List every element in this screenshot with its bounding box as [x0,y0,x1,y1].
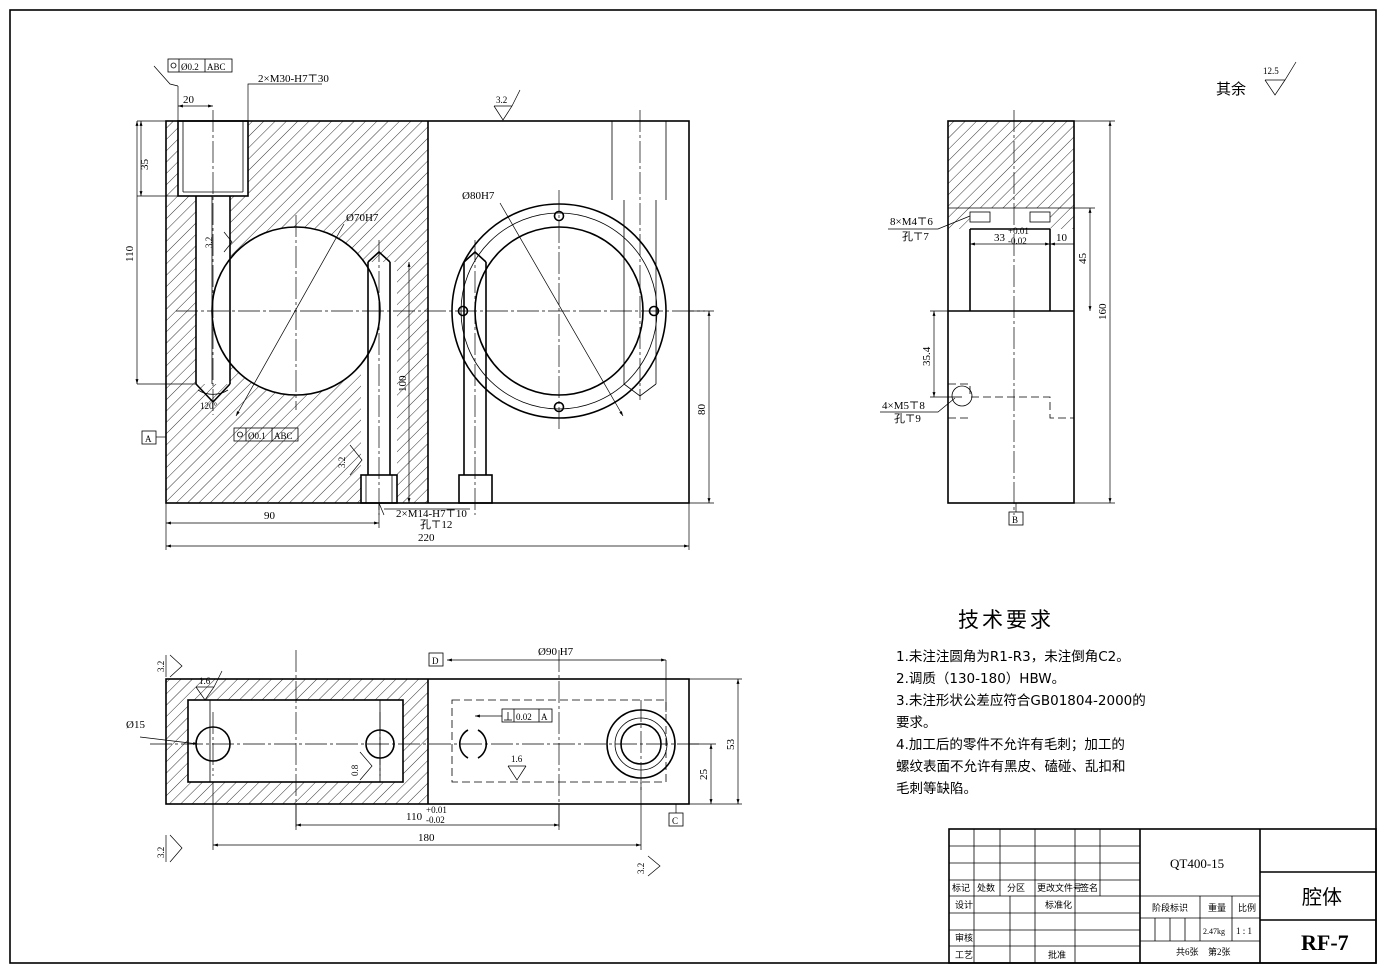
bottom-rough-bl: 3.2 [156,847,166,858]
title-sheet-no: 第2张 [1208,946,1231,957]
general-roughness-value: 12.5 [1263,66,1279,76]
title-header-sign: 签名 [1080,882,1098,893]
front-dim-110: 110 [124,245,136,262]
side-hole-4: 孔⊤9 [894,412,921,425]
front-rough-hole: 3.2 [204,237,214,248]
title-sheets-total: 共6张 [1176,947,1199,957]
title-scale-label: 比例 [1238,902,1256,913]
front-dim-80: 80 [696,404,708,416]
front-dim-20: 20 [183,94,195,106]
front-view: Ø0.2 ABC 2×M30-H7⊤30 20 35 110 3.2 3.2 3… [124,58,714,550]
side-dim-33-tol-upper: +0.01 [1008,226,1029,236]
side-thread-4: 4×M5⊤8 [882,400,925,412]
technical-requirements: 技术要求 1.未注注圆角为R1-R3，未注倒角C2。 2.调质（130-180）… [896,604,1226,800]
general-roughness: 其余 12.5 [1216,61,1297,98]
bottom-rough-16b: 1.6 [511,754,523,764]
requirement-4: 4.加工后的零件不允许有毛刺；加工的 螺纹表面不允许有黑皮、磕碰、乱扣和 毛刺等… [896,737,1126,797]
side-dim-33-tol-lower: -0.02 [1008,236,1027,246]
title-header-change-doc: 更改文件号 [1037,882,1082,893]
front-hole-bottom: 孔⊤12 [420,518,452,531]
title-part-name: 腔体 [1302,885,1342,909]
title-header-zone: 分区 [1007,883,1025,893]
requirement-3: 3.未注形状公差应符合GB01804-2000的 要求。 [896,693,1146,731]
front-tol-top-value: Ø0.2 [181,62,199,72]
requirement-2: 2.调质（130-180）HBW。 [896,671,1066,687]
bottom-dim-25: 25 [698,769,710,781]
bottom-dim-110-tol-upper: +0.01 [426,805,447,815]
front-rough-top: 3.2 [496,95,507,105]
side-dim-10: 10 [1056,232,1068,244]
front-thread-bottom: 2×M14-H7⊤10 [396,508,467,520]
title-material: QT400-15 [1170,856,1224,871]
technical-requirements-title: 技术要求 [958,608,1054,632]
bottom-rough-br: 3.2 [636,863,646,874]
front-rough-lower: 3.2 [337,457,347,468]
front-tol-bore-value: Ø0.1 [248,431,266,441]
title-block: 标记 处数 分区 更改文件号 签名 标准化 设计 审核 工艺 批准 QT400-… [948,828,1377,964]
bottom-dia-15: Ø15 [126,719,145,731]
bottom-tol-perp-value: 0.02 [516,712,532,722]
bottom-dim-53: 53 [725,739,737,751]
front-dim-90: 90 [264,510,276,522]
bottom-view: Ø15 3.2 1.6 0.8 1.6 3.2 3.2 D Ø90 H7 0.0… [126,646,742,877]
bottom-rough-tl: 3.2 [156,661,166,672]
title-approve: 批准 [1048,949,1066,960]
side-dim-33: 33 [994,232,1006,244]
front-dim-35: 35 [139,159,151,171]
title-header-count: 处数 [977,882,995,893]
general-roughness-label: 其余 [1216,80,1246,98]
side-dim-35-4: 35.4 [921,346,933,366]
front-datum-a: A [145,434,152,444]
title-process: 工艺 [955,950,973,960]
side-hole-8: 孔⊤7 [902,230,929,243]
bottom-rough-16a: 1.6 [199,676,211,686]
front-tol-bore-datums: ABC [274,431,293,441]
bottom-dia-90: Ø90 H7 [538,646,574,658]
front-dim-100: 100 [397,375,409,392]
front-angle-label: 120° [200,401,218,411]
front-bore-80: Ø80H7 [462,190,495,202]
title-weight: 2.47kg [1203,927,1225,936]
title-scale: 1 : 1 [1236,926,1252,936]
title-drawing-no: RF-7 [1301,930,1349,955]
front-thread-top: 2×M30-H7⊤30 [258,73,329,85]
requirement-1: 1.未注注圆角为R1-R3，未注倒角C2。 [896,649,1130,665]
title-review: 审核 [955,932,973,943]
title-standard: 标准化 [1045,899,1072,910]
front-dim-220: 220 [418,532,435,544]
sheet-border [9,9,1377,964]
bottom-datum-d: D [432,656,439,666]
bottom-dim-110: 110 [406,811,423,823]
title-design: 设计 [955,899,973,910]
title-weight-label: 重量 [1208,902,1226,913]
bottom-dim-180: 180 [418,832,435,844]
title-stage: 阶段标识 [1152,902,1188,913]
side-datum-b: B [1012,515,1018,525]
title-header-mark: 标记 [952,882,970,893]
bottom-tol-perp-datum: A [541,712,548,722]
side-dim-160: 160 [1097,303,1109,320]
side-dim-45: 45 [1077,253,1089,265]
front-bore-70: Ø70H7 [346,212,379,224]
side-view: 8×M4⊤6 孔⊤7 33 +0.01 -0.02 10 45 160 35.4… [880,110,1115,526]
bottom-rough-08: 0.8 [350,764,360,776]
side-thread-8: 8×M4⊤6 [890,216,933,228]
bottom-datum-c: C [672,816,678,826]
front-tol-top-datums: ABC [207,62,226,72]
bottom-dim-110-tol-lower: -0.02 [426,815,445,825]
